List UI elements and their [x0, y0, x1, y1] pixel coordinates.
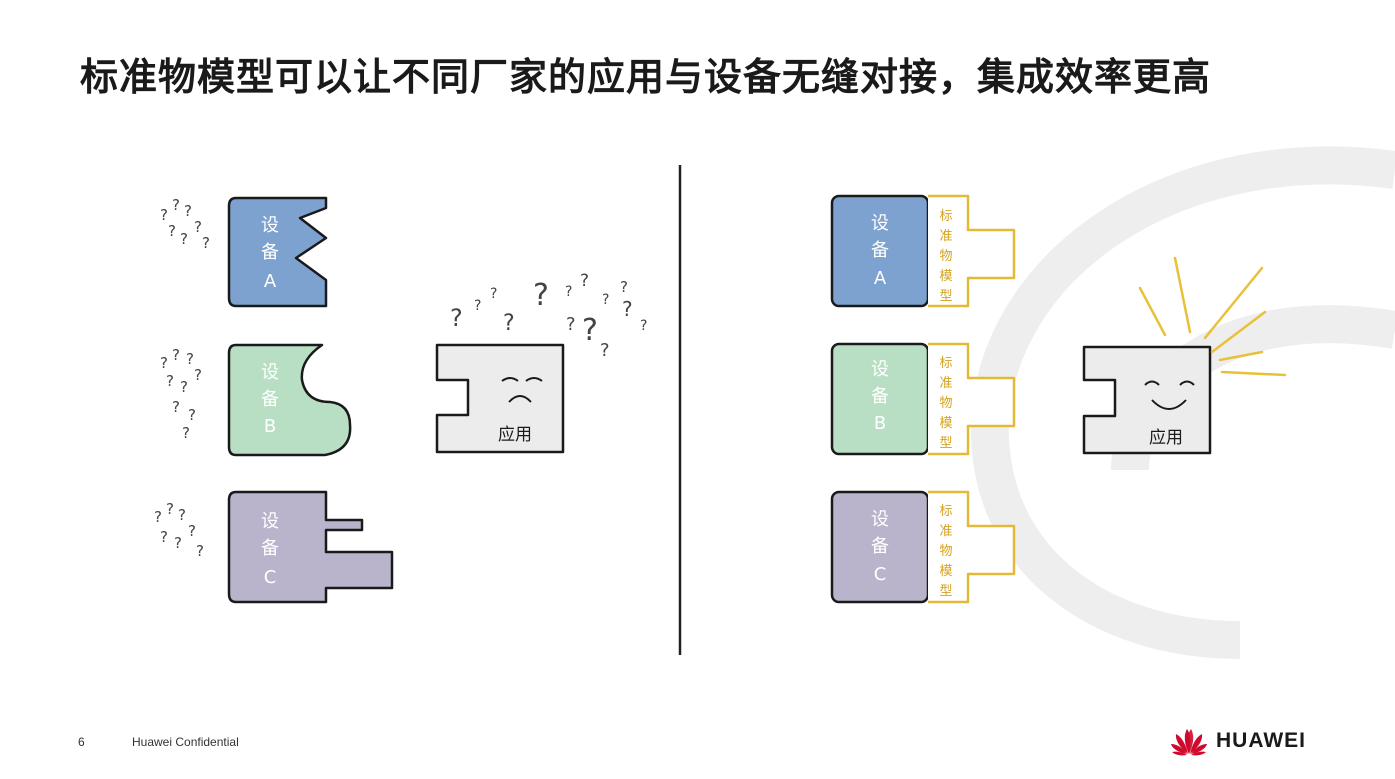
right-device-a-char1: 设 — [871, 213, 889, 234]
left-device-b-char1: 设 — [261, 362, 279, 383]
right-device-a-char2: 备 — [871, 240, 889, 261]
confidential-label: Huawei Confidential — [132, 735, 239, 749]
right-model-b: 标 准 物 模 型 — [928, 342, 1016, 456]
left-device-c: 设 备 C — [227, 490, 394, 604]
question-marks-app: ? ? ? ? ? ? ? ? ? ? ? ? ? ? — [450, 271, 647, 361]
left-device-b-char3: B — [264, 416, 276, 437]
svg-text:?: ? — [172, 196, 180, 214]
svg-text:?: ? — [188, 522, 196, 540]
svg-text:?: ? — [172, 346, 180, 364]
svg-text:?: ? — [533, 278, 549, 313]
sad-face-icon — [501, 377, 543, 403]
model-c-char2: 准 — [939, 524, 952, 539]
svg-text:?: ? — [600, 340, 610, 361]
svg-text:?: ? — [166, 500, 174, 518]
model-b-char4: 模 — [939, 416, 952, 431]
svg-text:?: ? — [566, 314, 576, 335]
svg-text:?: ? — [180, 230, 188, 248]
right-device-b-char1: 设 — [871, 359, 889, 380]
svg-text:?: ? — [474, 298, 481, 314]
right-device-b: 设 备 B — [830, 342, 930, 456]
svg-text:?: ? — [160, 354, 168, 372]
right-device-c-char1: 设 — [871, 509, 889, 530]
left-device-a-char3: A — [264, 271, 277, 292]
model-c-char5: 型 — [939, 584, 952, 599]
left-device-a-char1: 设 — [261, 215, 279, 236]
left-app-block: 应用 — [435, 343, 565, 454]
svg-text:?: ? — [503, 311, 515, 336]
right-device-c-char2: 备 — [871, 536, 889, 557]
svg-text:?: ? — [202, 234, 210, 252]
right-device-a: 设 备 A — [830, 194, 930, 308]
left-device-c-char1: 设 — [261, 511, 279, 532]
left-device-b-char2: 备 — [261, 389, 279, 410]
svg-text:?: ? — [160, 206, 168, 224]
left-device-a: 设 备 A — [227, 196, 328, 308]
svg-text:?: ? — [186, 350, 194, 368]
model-c-char1: 标 — [939, 504, 952, 519]
model-a-char1: 标 — [939, 209, 952, 224]
svg-text:?: ? — [182, 424, 190, 442]
svg-text:?: ? — [450, 304, 463, 332]
svg-text:?: ? — [622, 297, 633, 321]
left-device-c-char3: C — [264, 567, 277, 588]
svg-text:?: ? — [178, 506, 186, 524]
left-app-label: 应用 — [498, 425, 532, 445]
brand-name: HUAWEI — [1216, 729, 1306, 752]
svg-text:?: ? — [602, 292, 609, 308]
svg-text:?: ? — [490, 286, 497, 302]
svg-text:?: ? — [580, 271, 589, 291]
svg-text:?: ? — [194, 366, 202, 384]
model-b-char1: 标 — [939, 356, 952, 371]
model-a-char4: 模 — [939, 269, 952, 284]
right-app-label: 应用 — [1149, 428, 1183, 448]
model-a-char3: 物 — [939, 249, 952, 264]
smile-face-icon — [1144, 380, 1195, 410]
right-model-c: 标 准 物 模 型 — [928, 490, 1016, 604]
left-device-a-char2: 备 — [261, 242, 279, 263]
svg-text:?: ? — [640, 318, 647, 334]
svg-text:?: ? — [565, 284, 572, 300]
svg-text:?: ? — [184, 202, 192, 220]
right-device-a-char3: A — [874, 268, 887, 289]
svg-text:?: ? — [172, 398, 180, 416]
right-model-a: 标 准 物 模 型 — [928, 194, 1016, 308]
left-device-c-char2: 备 — [261, 538, 279, 559]
svg-text:?: ? — [154, 508, 162, 526]
right-device-c: 设 备 C — [830, 490, 930, 604]
model-c-char3: 物 — [939, 544, 952, 559]
right-device-b-char2: 备 — [871, 386, 889, 407]
slide-title: 标准物模型可以让不同厂家的应用与设备无缝对接，集成效率更高 — [80, 55, 1212, 99]
model-b-char3: 物 — [939, 396, 952, 411]
right-app-block: 应用 — [1082, 345, 1212, 455]
svg-text:?: ? — [194, 218, 202, 236]
svg-text:?: ? — [582, 313, 598, 348]
right-device-b-char3: B — [874, 413, 886, 434]
huawei-flower-icon — [1171, 729, 1207, 756]
question-marks-left: ??? ???? ??? ??? ??? ??? ???? — [154, 196, 210, 560]
svg-text:?: ? — [174, 534, 182, 552]
sparkle-rays — [1138, 256, 1287, 377]
model-c-char4: 模 — [939, 564, 952, 579]
svg-text:?: ? — [620, 278, 628, 296]
svg-text:?: ? — [180, 378, 188, 396]
model-a-char5: 型 — [939, 289, 952, 304]
svg-text:?: ? — [168, 222, 176, 240]
svg-text:?: ? — [196, 542, 204, 560]
right-device-c-char3: C — [874, 564, 887, 585]
svg-text:?: ? — [166, 372, 174, 390]
svg-text:?: ? — [188, 406, 196, 424]
left-device-b: 设 备 B — [227, 343, 352, 457]
model-a-char2: 准 — [939, 229, 952, 244]
model-b-char5: 型 — [939, 436, 952, 451]
page-number: 6 — [78, 735, 85, 749]
svg-text:?: ? — [160, 528, 168, 546]
model-b-char2: 准 — [939, 376, 952, 391]
brand-logo: HUAWEI — [1170, 726, 1306, 756]
